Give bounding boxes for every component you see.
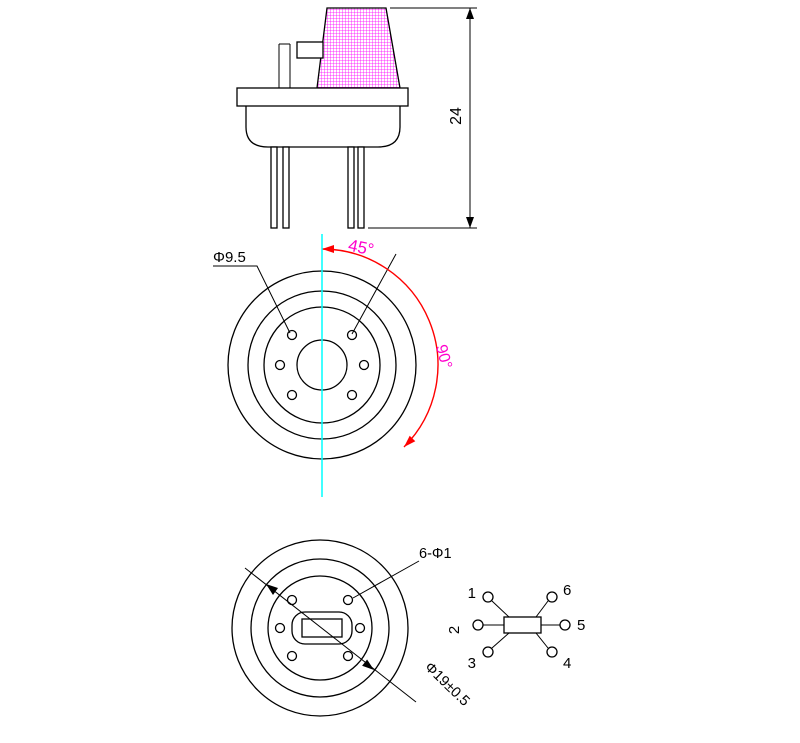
pitch-arrowhead-upleft-icon: [266, 584, 278, 595]
top-view: Φ9.5 45° 90°: [213, 234, 455, 497]
arc-arrowhead-top-icon: [322, 245, 334, 253]
bottom-pin-hole-1: [286, 594, 298, 606]
pitch-arrowhead-downright-icon: [362, 659, 374, 670]
bottom-middle-circle: [250, 558, 390, 698]
side-electrode-post: [278, 43, 291, 88]
top-pin-hole-3: [274, 359, 286, 371]
pinout-lead-6: [535, 600, 549, 618]
top-pin-hole-5: [286, 389, 298, 401]
bottom-inner-circle: [267, 575, 373, 681]
pinout-terminal-1: [482, 591, 494, 603]
arrowhead-down-icon: [466, 217, 474, 228]
angle-arc: [321, 248, 439, 448]
pinout-terminal-5: [559, 619, 571, 631]
arc-arrowhead-bottom-icon: [404, 435, 416, 447]
sensor-flange: [236, 87, 409, 107]
top-pin-hole-6: [346, 389, 358, 401]
pinout-body-rect: [503, 616, 542, 634]
pitch-diameter-label: Φ19±0.5: [421, 659, 472, 709]
pinout-terminal-6: [546, 591, 558, 603]
pin-left-outer: [270, 146, 278, 229]
pin-label-6: 6: [563, 582, 571, 599]
pinout-terminal-2: [472, 619, 484, 631]
bottom-pin-hole-3: [274, 622, 286, 634]
sensor-body: [245, 106, 401, 148]
pinout-lead-3: [491, 632, 510, 649]
pin-label-1: 1: [468, 585, 476, 602]
pin-label-2: 2: [446, 626, 463, 634]
hole-diameter-label: Φ9.5: [213, 249, 246, 266]
pinout-lead-1: [491, 600, 510, 618]
top-pin-hole-4: [358, 359, 370, 371]
pin-label-3: 3: [468, 655, 476, 672]
angle-90-label: 90°: [432, 343, 455, 371]
bottom-pin-hole-5: [286, 650, 298, 662]
pinout-diagram: 1 6 2 5 3 4: [446, 582, 585, 672]
sensor-mesh-cap: [316, 7, 401, 89]
bottom-pin-hole-6: [342, 650, 354, 662]
pin-label-5: 5: [577, 617, 585, 634]
pinout-terminal-3: [482, 646, 494, 658]
angle-45-label: 45°: [347, 236, 376, 260]
side-nub: [296, 41, 324, 59]
pinout-lead-4: [535, 632, 549, 649]
pin-label-4: 4: [563, 655, 571, 672]
side-view: 24: [236, 7, 477, 229]
bottom-outer-circle: [231, 539, 409, 717]
bottom-view: 6-Φ1 Φ19±0.5: [231, 539, 472, 717]
arrowhead-up-icon: [466, 8, 474, 19]
pinout-terminal-4: [546, 646, 558, 658]
bottom-pin-hole-4: [354, 622, 366, 634]
top-pin-hole-1: [286, 329, 298, 341]
bottom-pin-hole-2: [342, 594, 354, 606]
height-dimension-label: 24: [448, 107, 465, 125]
top-pin-hole-2: [346, 329, 358, 341]
pin-holes-leader: [352, 560, 420, 599]
bottom-center-key-rect: [301, 618, 343, 638]
pin-left-inner: [282, 146, 290, 229]
angle-ray-line: [351, 253, 397, 335]
hole-diameter-leader: [213, 265, 291, 334]
pin-right-outer: [357, 146, 365, 229]
pin-right-inner: [347, 146, 355, 229]
pin-holes-callout-label: 6-Φ1: [419, 546, 452, 562]
